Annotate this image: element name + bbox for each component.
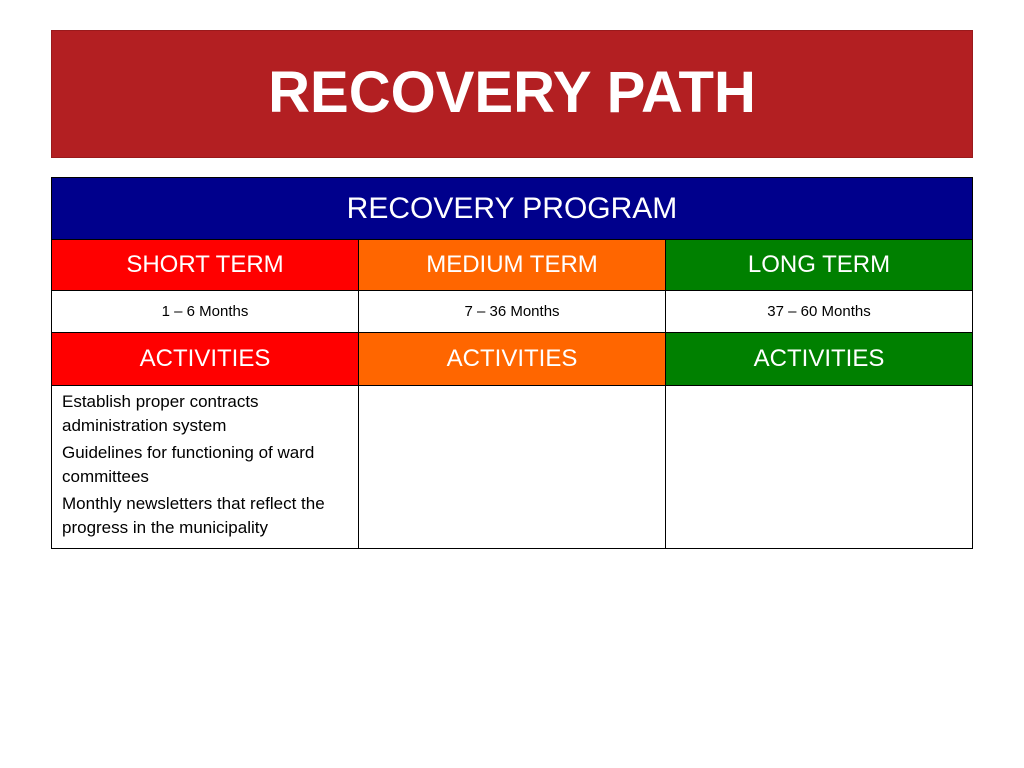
activities-items-row: Establish proper contracts administratio… [51, 385, 973, 549]
long-term-header: LONG TERM [665, 239, 973, 291]
activity-item: Guidelines for functioning of ward commi… [62, 443, 315, 486]
months-row: 1 – 6 Months 7 – 36 Months 37 – 60 Month… [51, 290, 973, 333]
slide-title: RECOVERY PATH [268, 59, 756, 125]
medium-term-activities-cell [358, 385, 666, 549]
program-header-row: RECOVERY PROGRAM [51, 177, 973, 240]
short-term-header: SHORT TERM [51, 239, 359, 291]
long-term-activities-header: ACTIVITIES [665, 332, 973, 386]
medium-term-activities-header: ACTIVITIES [358, 332, 666, 386]
short-term-activities-header: ACTIVITIES [51, 332, 359, 386]
recovery-program-table: RECOVERY PROGRAM SHORT TERM MEDIUM TERM … [51, 177, 973, 549]
medium-term-header: MEDIUM TERM [358, 239, 666, 291]
activity-item: Monthly newsletters that reflect the pro… [62, 494, 325, 537]
program-header-cell: RECOVERY PROGRAM [51, 177, 973, 240]
title-banner: RECOVERY PATH [51, 30, 973, 158]
activity-item: Establish proper contracts administratio… [62, 392, 259, 435]
long-term-activities-cell [665, 385, 973, 549]
long-term-months: 37 – 60 Months [665, 290, 973, 333]
activities-header-row: ACTIVITIES ACTIVITIES ACTIVITIES [51, 332, 973, 386]
term-header-row: SHORT TERM MEDIUM TERM LONG TERM [51, 239, 973, 291]
medium-term-months: 7 – 36 Months [358, 290, 666, 333]
short-term-months: 1 – 6 Months [51, 290, 359, 333]
short-term-activities-cell: Establish proper contracts administratio… [51, 385, 359, 549]
